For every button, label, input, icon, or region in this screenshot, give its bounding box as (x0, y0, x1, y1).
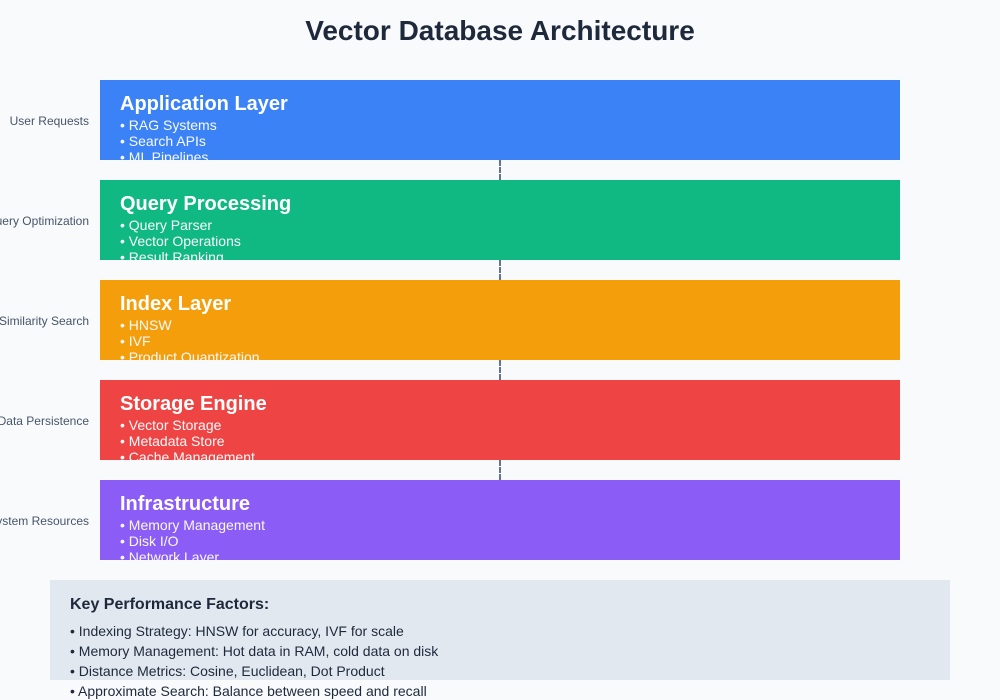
side-label-system-resources: System Resources (0, 514, 89, 528)
layer-item: • HNSW (120, 317, 172, 333)
layer-item: • IVF (120, 333, 151, 349)
layer-items: • Query Parser • Vector Operations • Res… (120, 217, 241, 260)
side-label-query-optimization: Query Optimization (0, 214, 89, 228)
performance-factor-item: • Distance Metrics: Cosine, Euclidean, D… (70, 663, 385, 679)
layer-items: • RAG Systems • Search APIs • ML Pipelin… (120, 117, 217, 160)
layer-application: Application Layer • RAG Systems • Search… (100, 80, 900, 160)
layer-items: • HNSW • IVF • Product Quantization (120, 317, 260, 360)
layer-items: • Memory Management • Disk I/O • Network… (120, 517, 265, 560)
performance-factors-box (50, 580, 950, 680)
layer-title: Query Processing (120, 193, 292, 215)
performance-factors-list: • Indexing Strategy: HNSW for accuracy, … (70, 621, 438, 700)
layer-title: Index Layer (120, 293, 232, 315)
layer-query-processing: Query Processing • Query Parser • Vector… (100, 180, 900, 260)
side-label-similarity-search: Similarity Search (0, 314, 89, 328)
layer-item: • Cache Management (120, 449, 255, 460)
connector-line (499, 260, 501, 280)
layer-item: • Vector Storage (120, 417, 222, 433)
side-label-user-requests: User Requests (9, 114, 89, 128)
layer-item: • Memory Management (120, 517, 265, 533)
layer-title: Application Layer (120, 93, 288, 115)
layer-item: • Network Layer (120, 549, 220, 560)
layer-title: Storage Engine (120, 393, 267, 415)
layer-item: • Metadata Store (120, 433, 225, 449)
layer-title: Infrastructure (120, 493, 251, 515)
performance-factors-title: Key Performance Factors: (70, 596, 270, 613)
layer-item: • Result Ranking (120, 249, 224, 260)
diagram-title: Vector Database Architecture (305, 15, 695, 46)
layer-infrastructure: Infrastructure • Memory Management • Dis… (100, 480, 900, 560)
layer-item: • Search APIs (120, 133, 206, 149)
layer-item: • Disk I/O (120, 533, 179, 549)
connector-line (499, 460, 501, 480)
layer-item: • Query Parser (120, 217, 213, 233)
layer-item: • RAG Systems (120, 117, 217, 133)
performance-factor-item: • Approximate Search: Balance between sp… (70, 683, 427, 699)
layer-item: • ML Pipelines (120, 149, 209, 160)
layer-item: • Product Quantization (120, 349, 260, 360)
performance-factor-item: • Memory Management: Hot data in RAM, co… (70, 643, 439, 659)
connector-line (499, 160, 501, 180)
layer-storage-engine: Storage Engine • Vector Storage • Metada… (100, 380, 900, 460)
side-label-data-persistence: Data Persistence (0, 414, 89, 428)
layer-items: • Vector Storage • Metadata Store • Cach… (120, 417, 255, 460)
layer-item: • Vector Operations (120, 233, 241, 249)
performance-factor-item: • Indexing Strategy: HNSW for accuracy, … (70, 623, 404, 639)
layer-index: Index Layer • HNSW • IVF • Product Quant… (100, 280, 900, 360)
connector-line (499, 360, 501, 380)
